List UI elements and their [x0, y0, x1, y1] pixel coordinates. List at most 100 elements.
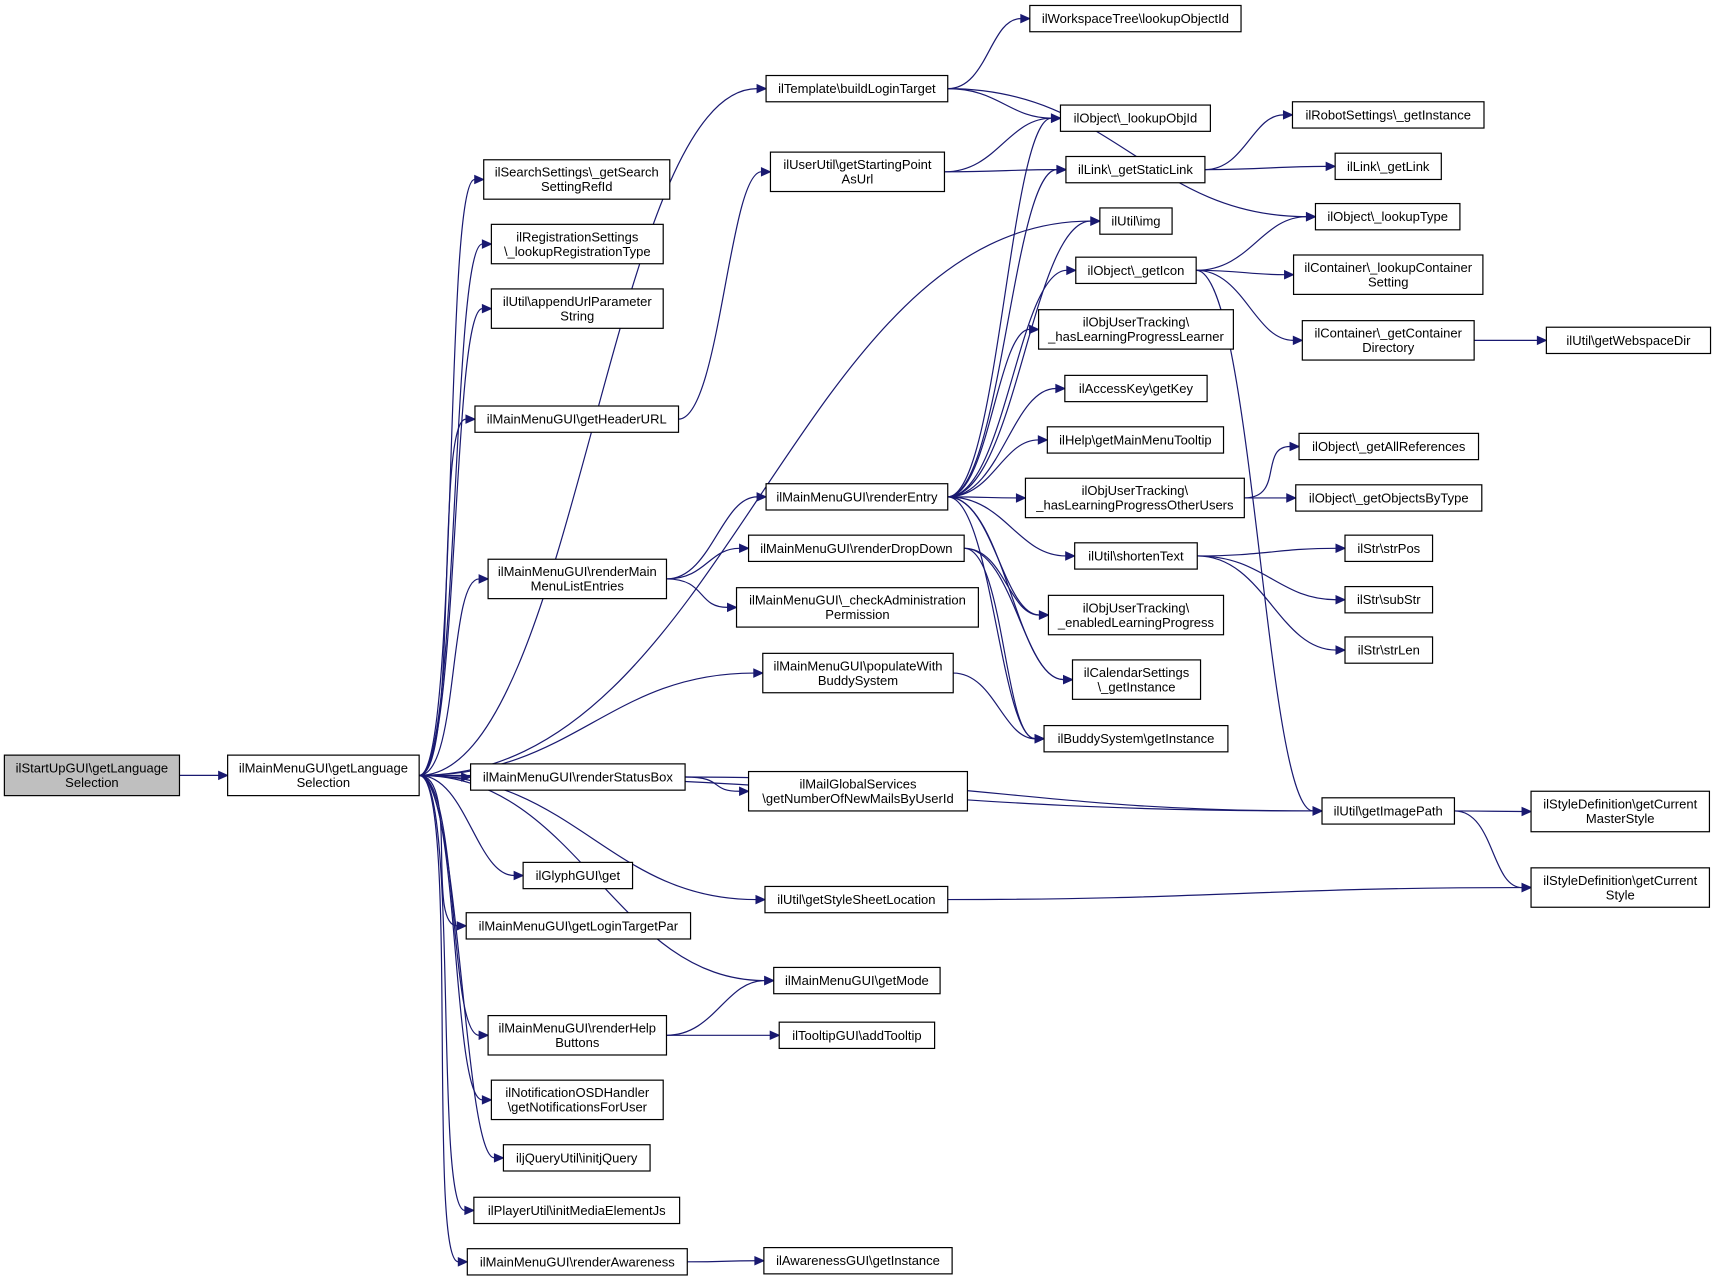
node-label: _hasLearningProgressLearner: [1047, 329, 1224, 344]
arrowhead: [493, 1153, 505, 1163]
node-box: [466, 1248, 688, 1276]
arrowhead: [754, 1255, 766, 1266]
edge-containerDir-to-webspaceDir: [1474, 335, 1548, 346]
arrowhead: [1090, 216, 1102, 226]
arrowhead: [1015, 493, 1027, 503]
node-label: Permission: [825, 607, 889, 622]
edge-getIcon-to-containerDir: [1196, 269, 1304, 346]
node-label: ilStr\strLen: [1358, 643, 1420, 658]
edge-line: [944, 117, 1052, 173]
node-label: ilStr\strPos: [1357, 541, 1420, 556]
node-styleSheetLoc: ilUtil\getStyleSheetLocation: [764, 885, 949, 914]
edge-layer: [179, 13, 1548, 1267]
edge-line: [947, 496, 1017, 499]
node-strPos: ilStr\strPos: [1344, 534, 1434, 563]
edge-line: [1197, 555, 1337, 651]
edge-line: [1197, 547, 1337, 557]
node-label: ilLink\_getLink: [1347, 159, 1430, 174]
node-box: [747, 534, 965, 563]
node-label: ilMainMenuGUI\populateWith: [773, 658, 942, 673]
node-label: ilHelp\getMainMenuTooltip: [1059, 432, 1211, 447]
edge-renderDropDown-to-calendarInstance: [964, 547, 1074, 685]
node-box: [1043, 724, 1229, 753]
node-helpTooltip: ilHelp\getMainMenuTooltip: [1046, 426, 1225, 454]
edge-line: [418, 178, 476, 776]
node-box: [487, 558, 668, 600]
node-addTooltip: ilTooltipGUI\addTooltip: [778, 1021, 936, 1050]
node-label: ilContainer\_getContainer: [1315, 326, 1463, 341]
node-label: ilMainMenuGUI\getLoginTargetPar: [479, 918, 679, 933]
arrowhead: [764, 975, 775, 986]
node-renderDropDown: ilMainMenuGUI\renderDropDown: [747, 534, 965, 563]
arrowhead: [756, 492, 768, 502]
node-label: ilUtil\appendUrlParameter: [503, 294, 653, 309]
node-box: [1047, 594, 1225, 636]
node-label: ilMainMenuGUI\renderMain: [498, 564, 657, 579]
edge-buildLoginTarget-to-lookupObjectId: [947, 13, 1032, 90]
node-label: ilObject\_getAllReferences: [1312, 439, 1466, 454]
arrowhead: [1284, 269, 1295, 280]
node-strLen: ilStr\strLen: [1344, 636, 1434, 664]
node-label: ilUtil\getStyleSheetLocation: [777, 892, 935, 907]
edge-line: [947, 496, 1066, 557]
node-subStr: ilStr\subStr: [1344, 585, 1434, 614]
edge-line: [944, 169, 1057, 173]
node-label: ilUserUtil\getStartingPoint: [783, 157, 932, 172]
node-label: ilStr\subStr: [1357, 592, 1421, 607]
edge-renderEntry-to-getIcon: [947, 265, 1078, 498]
edge-line: [666, 496, 758, 580]
node-label: ilObjUserTracking\: [1082, 483, 1189, 498]
edge-line: [1196, 269, 1314, 812]
node-box: [1065, 155, 1206, 184]
node-label: ilNotificationOSDHandler: [505, 1085, 649, 1100]
node-label: AsUrl: [842, 172, 874, 187]
edge-renderStatusBox-to-newMails: [685, 776, 750, 797]
node-box: [773, 966, 941, 995]
node-objectsByType: ilObject\_getObjectsByType: [1295, 484, 1483, 512]
edge-line: [947, 439, 1039, 498]
node-box: [474, 405, 680, 433]
edge-line: [1204, 114, 1284, 171]
node-box: [778, 1021, 936, 1050]
arrowhead: [1521, 806, 1533, 817]
node-label: ilStyleDefinition\getCurrent: [1543, 797, 1697, 812]
edge-getLanguageSelection-to-renderHelpButtons: [419, 774, 490, 1041]
edge-line: [947, 88, 1052, 119]
node-label: ilMainMenuGUI\getLanguage: [239, 761, 408, 776]
node-box: [762, 652, 954, 694]
node-label: ilObject\_getObjectsByType: [1309, 490, 1469, 505]
edge-line: [419, 774, 515, 877]
arrowhead: [755, 894, 767, 905]
arrowhead: [753, 668, 765, 678]
edge-renderEntry-to-getStaticLink: [947, 164, 1068, 498]
arrowhead: [478, 1030, 490, 1041]
edge-getLanguageSelection-to-getHeaderURL: [419, 414, 477, 776]
edge-renderMainMenuList-to-renderDropDown: [666, 543, 750, 580]
node-getMode: ilMainMenuGUI\getMode: [773, 966, 941, 995]
edge-line: [947, 18, 1021, 90]
node-label: ilRobotSettings\_getInstance: [1305, 107, 1471, 122]
node-label: SettingRefId: [541, 179, 613, 194]
node-lookupObjectId: ilWorkspaceTree\lookupObjectId: [1029, 4, 1242, 33]
edge-line: [419, 418, 467, 776]
edge-line: [1196, 216, 1307, 271]
node-box: [1530, 867, 1711, 908]
edge-getLanguageSelection-to-glyphGet: [419, 774, 525, 881]
edge-getLanguageSelection-to-getLoginTargetPar: [419, 774, 468, 931]
node-accessKey: ilAccessKey\getKey: [1064, 374, 1208, 403]
edge-line: [947, 328, 1030, 498]
edge-line: [419, 774, 480, 1036]
edge-getImagePath-to-currentStyle: [1454, 810, 1533, 893]
arrowhead: [1056, 164, 1068, 175]
edge-getLanguageSelection-to-renderAwareness: [418, 774, 469, 1267]
edge-line: [964, 547, 1064, 681]
arrowhead: [1055, 383, 1067, 394]
node-shortenText: ilUtil\shortenText: [1074, 542, 1198, 570]
arrowhead: [760, 167, 772, 177]
node-label: \_lookupRegistrationType: [504, 244, 651, 259]
node-checkAdmin: ilMainMenuGUI\_checkAdministrationPermis…: [735, 587, 979, 628]
